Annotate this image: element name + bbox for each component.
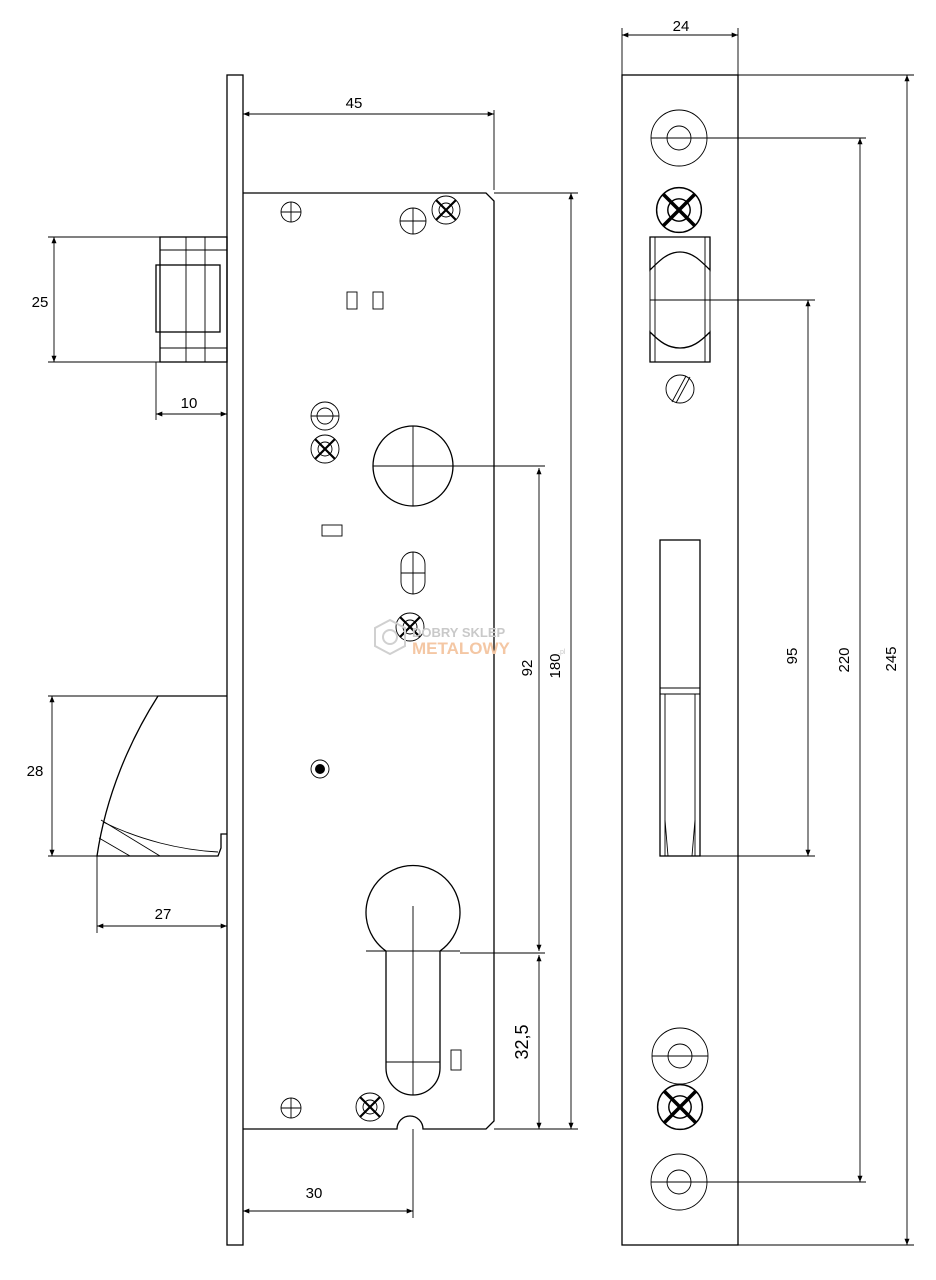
dim-32-5-label: 32,5 — [512, 1024, 532, 1059]
latch-window — [649, 236, 711, 363]
mounting-hole-icon — [399, 207, 427, 235]
dim-25-label: 25 — [32, 294, 49, 311]
dim-28-label: 28 — [27, 763, 44, 780]
dim-30-label: 30 — [306, 1185, 323, 1202]
watermark-line1: DOBRY SKLEP — [412, 625, 506, 640]
phillips-screw-icon — [354, 1091, 386, 1123]
dim-245-label: 245 — [883, 646, 900, 671]
dim-92-label: 92 — [519, 660, 536, 677]
watermark-logo: DOBRY SKLEP METALOWY .pl — [374, 618, 566, 658]
rivet-icon — [310, 759, 330, 779]
latch-bolt — [155, 236, 228, 363]
phillips-screw-icon — [654, 185, 704, 235]
lock-side-view — [96, 74, 495, 1246]
dim-220-label: 220 — [836, 647, 853, 672]
slotted-screw-icon — [665, 374, 695, 404]
watermark-suffix: .pl — [558, 649, 566, 656]
faceplate — [621, 74, 739, 1246]
phillips-screw-icon — [309, 433, 341, 465]
dim-24-label: 24 — [673, 18, 690, 35]
mounting-hole-icon — [310, 401, 340, 431]
right-dimensions: 24 95 220 245 — [621, 18, 914, 1246]
cylinder-cutout — [365, 864, 461, 1096]
mounting-hole-icon — [280, 201, 302, 223]
dim-10-label: 10 — [181, 395, 198, 412]
slot — [450, 1049, 462, 1071]
slot — [321, 524, 343, 537]
mounting-hole-icon — [280, 1097, 302, 1119]
bolt-window — [659, 539, 701, 857]
watermark-line2: METALOWY — [412, 639, 511, 658]
dim-45-label: 45 — [346, 95, 363, 112]
oval-slot — [400, 551, 426, 595]
phillips-screw-icon — [655, 1082, 705, 1132]
left-dimensions: 45 25 10 28 27 92 180 32,5 30 — [27, 95, 578, 1218]
dim-27-label: 27 — [155, 906, 172, 923]
slot — [346, 291, 358, 310]
handle-follower — [372, 425, 454, 507]
front-plate — [226, 74, 244, 1246]
phillips-screw-icon — [430, 194, 462, 226]
slot — [372, 291, 384, 310]
mounting-hole-icon — [650, 1153, 708, 1211]
dim-180-label: 180 — [547, 653, 564, 678]
mounting-hole-icon — [650, 109, 708, 167]
dim-95-label: 95 — [784, 648, 801, 665]
dead-bolt — [96, 695, 227, 857]
mounting-hole-icon — [651, 1027, 709, 1085]
faceplate-front-view — [621, 74, 739, 1246]
lock-case — [243, 192, 495, 1130]
